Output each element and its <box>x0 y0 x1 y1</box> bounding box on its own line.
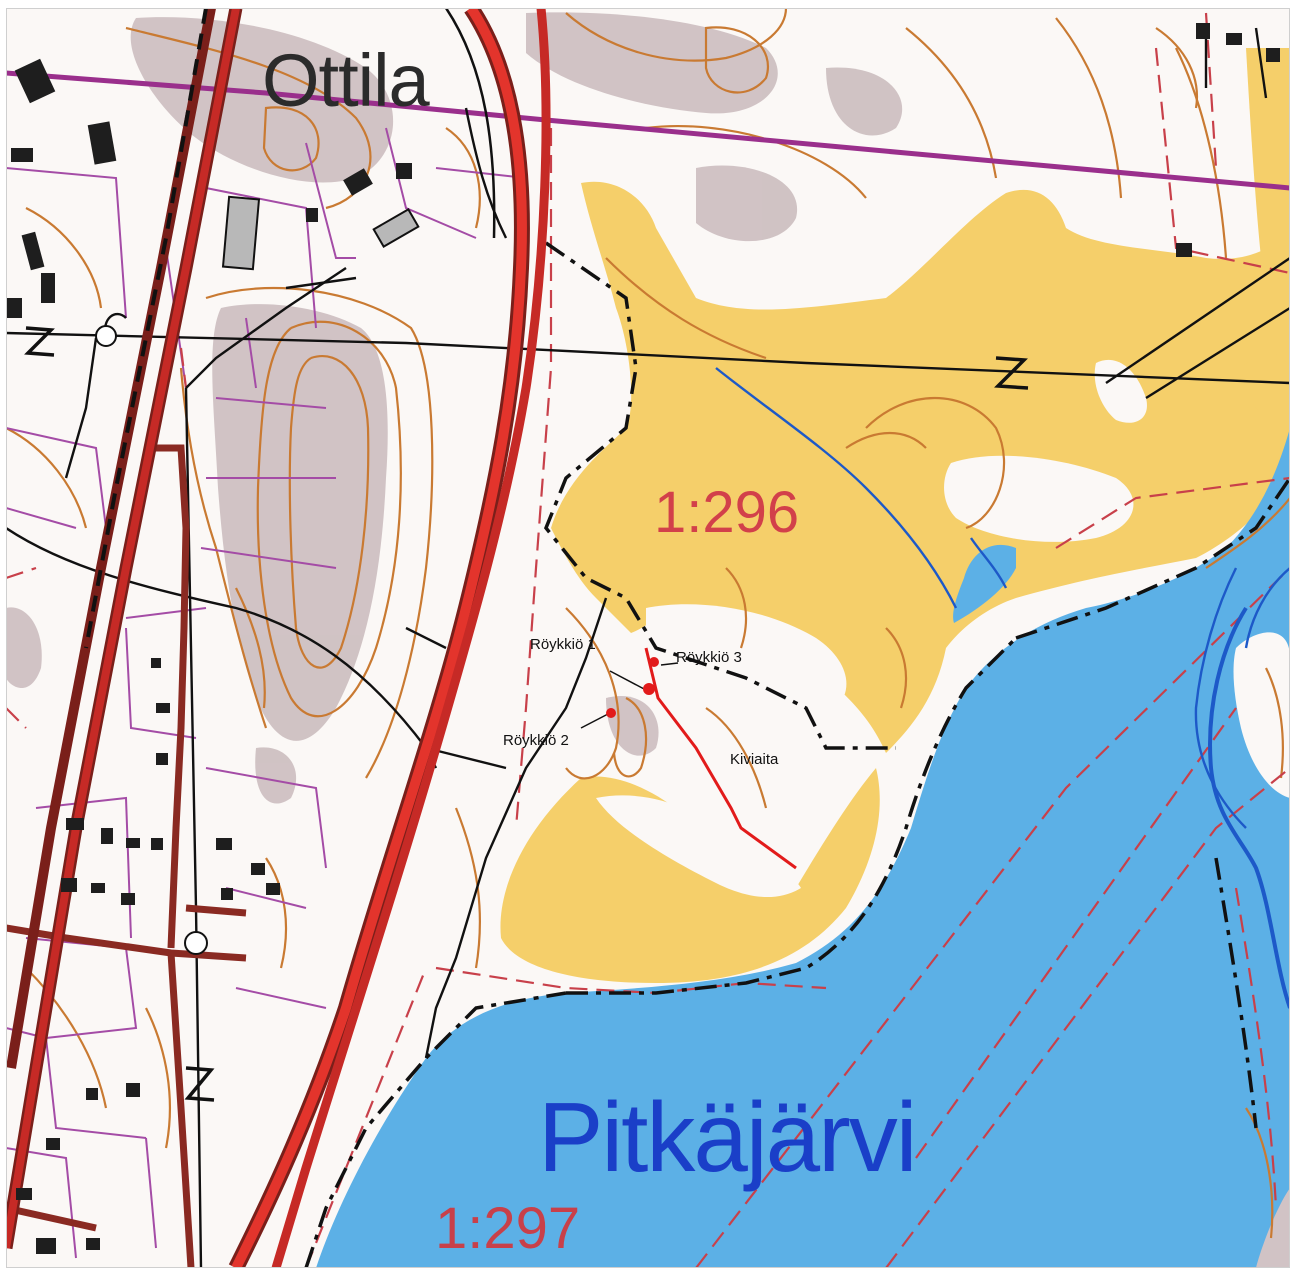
black-dashed-lines <box>304 241 1290 1268</box>
parcel-number-label: 1:296 <box>654 480 800 545</box>
lake-pitkajarvi <box>316 428 1290 1268</box>
cairn-2-label: Röykkiö 2 <box>503 732 569 749</box>
lake-inlet <box>953 544 1016 623</box>
stone-wall-label: Kiviaita <box>730 751 779 768</box>
road-node-north <box>95 325 117 347</box>
lake-east-island-shore <box>1233 632 1290 798</box>
map-canvas <box>6 8 1290 1268</box>
main-road-west <box>6 8 243 1250</box>
cairn-1-label: Röykkiö 1 <box>530 636 596 653</box>
cairn-marker-2 <box>606 708 616 718</box>
map-border <box>6 8 1290 1268</box>
place-name-label: Ottila <box>262 39 430 122</box>
road-node-south <box>184 931 208 955</box>
buildings <box>6 23 1280 1254</box>
power-line-symbols <box>24 326 1029 1102</box>
rail-dashes <box>84 8 208 649</box>
cairn-marker-3 <box>649 657 659 667</box>
large-buildings <box>221 195 420 271</box>
clearings <box>596 359 1147 898</box>
lake-east-shore-blue <box>1208 606 1290 1009</box>
streams <box>715 367 1290 829</box>
leader-lines <box>580 662 679 729</box>
cairn-3-label: Röykkiö 3 <box>676 649 742 666</box>
cairn-marker-1 <box>643 683 655 695</box>
property-boundaries <box>6 127 527 1259</box>
lake-name-label: Pitkäjärvi <box>538 1082 918 1192</box>
stone-wall-line <box>644 647 797 870</box>
parcel-number-label: 1:297 <box>435 1196 581 1261</box>
main-road-east <box>228 8 551 1268</box>
